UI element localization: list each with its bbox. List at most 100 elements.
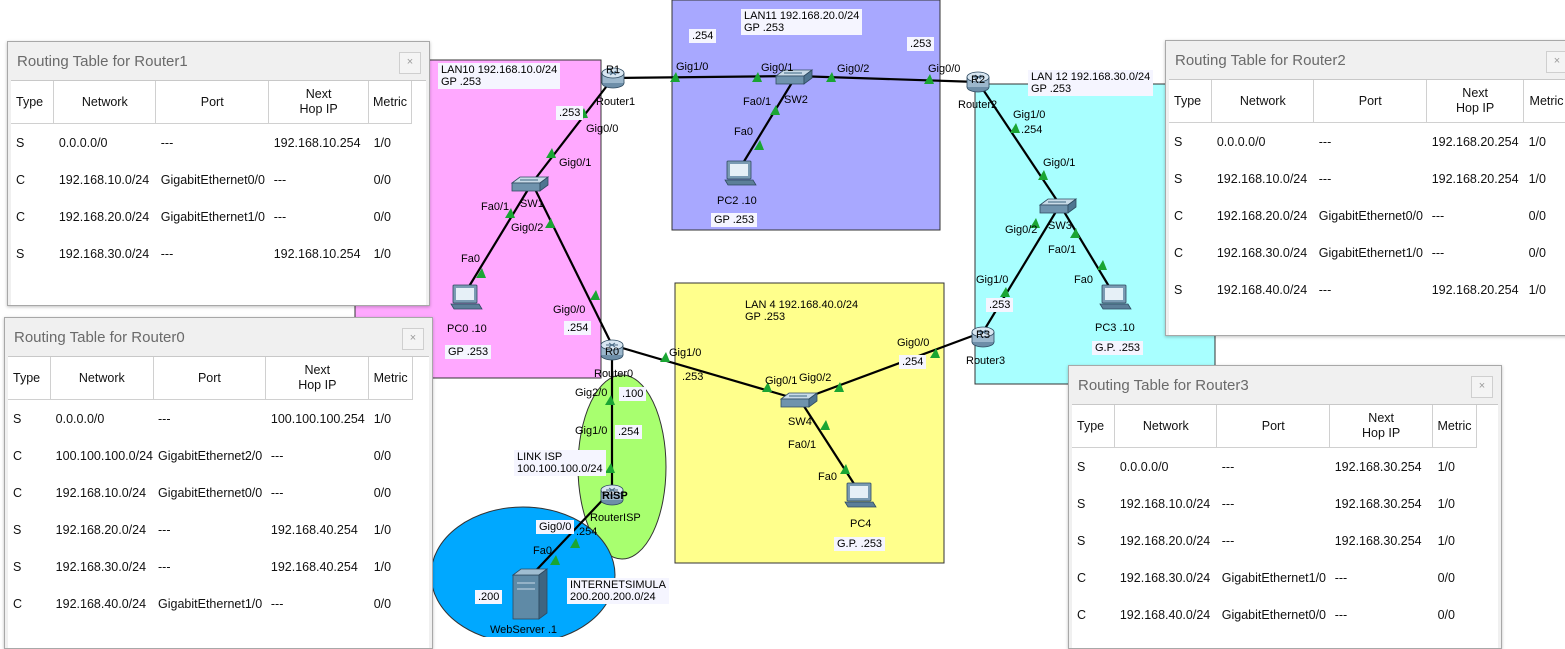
cell-next-hop: 192.168.40.254 — [270, 559, 358, 574]
cell-port: GigabitEthernet1/0 — [1318, 245, 1423, 260]
column-header-port[interactable]: Port — [1313, 80, 1428, 123]
cell-type: S — [13, 411, 22, 426]
pc0-icon[interactable] — [450, 284, 483, 310]
cell-port: GigabitEthernet0/0 — [1318, 208, 1423, 223]
cell-network: 192.168.40.0/24 — [55, 596, 147, 611]
switch-sw2-name[interactable]: SW2 — [784, 94, 808, 106]
window-titlebar[interactable]: Routing Table for Router3 × — [1069, 366, 1501, 404]
switch-sw3-name[interactable]: SW3 — [1048, 220, 1072, 232]
switch-sw1-icon[interactable] — [511, 176, 549, 192]
webserver-icon[interactable] — [511, 568, 549, 620]
cell-metric: 1/0 — [1437, 459, 1455, 474]
pc2-gateway: GP .253 — [711, 213, 758, 227]
router3-name[interactable]: Router3 — [966, 355, 1006, 367]
column-header-port[interactable]: Port — [1216, 405, 1331, 448]
port-label: Gig1/0 — [575, 425, 608, 437]
switch-sw4-name[interactable]: SW4 — [788, 416, 812, 428]
cell-metric: 0/0 — [1437, 570, 1455, 585]
column-header-network[interactable]: Network — [1114, 405, 1218, 448]
link-isp-network-text: 100.100.100.0/24 — [517, 463, 603, 475]
window-titlebar[interactable]: Routing Table for Router2 × — [1166, 41, 1565, 79]
column-header-port[interactable]: Port — [153, 357, 267, 400]
cell-port: --- — [1221, 533, 1235, 548]
cell-next-hop: --- — [1334, 570, 1348, 585]
close-button[interactable]: × — [399, 52, 421, 74]
window-title: Routing Table for Router2 — [1175, 52, 1346, 69]
window-titlebar[interactable]: Routing Table for Router0× — [5, 318, 432, 356]
port-label: .254 — [564, 321, 592, 335]
close-button[interactable]: × — [402, 328, 424, 350]
column-header-metric[interactable]: Metric — [368, 81, 412, 124]
router1-name[interactable]: Router1 — [596, 96, 636, 108]
router0-name[interactable]: Router0 — [594, 368, 634, 380]
webserver-name[interactable]: WebServer .1 — [490, 624, 558, 636]
internet-network-text: 200.200.200.0/24 — [570, 591, 656, 603]
column-header-metric[interactable]: Metric — [1432, 405, 1477, 448]
port-label: Gig0/2 — [1005, 224, 1038, 236]
cell-type: C — [13, 485, 23, 500]
pc2-name[interactable]: PC2 .10 — [717, 195, 757, 207]
pc4-icon[interactable] — [844, 482, 877, 508]
column-header-type[interactable]: Type — [11, 81, 55, 124]
column-header-metric[interactable]: Metric — [1523, 80, 1565, 123]
column-header-network[interactable]: Network — [1211, 80, 1315, 123]
column-header-network[interactable]: Network — [53, 81, 157, 124]
cell-type: S — [13, 559, 22, 574]
cell-port: --- — [160, 246, 174, 261]
cell-type: S — [16, 135, 25, 150]
column-header-network[interactable]: Network — [50, 357, 154, 400]
cell-network: 192.168.30.0/24 — [1119, 570, 1211, 585]
cell-type: S — [1174, 134, 1183, 149]
pc3-name[interactable]: PC3 .10 — [1095, 322, 1135, 334]
column-header-type[interactable]: Type — [8, 357, 52, 400]
pc4-name[interactable]: PC4 — [850, 518, 872, 530]
switch-sw4-icon[interactable] — [780, 392, 818, 408]
router2-name[interactable]: Router2 — [958, 99, 998, 111]
port-label: Fa0/1 — [481, 201, 510, 213]
port-label: Gig0/1 — [761, 62, 794, 74]
cell-port: --- — [158, 411, 171, 426]
close-button[interactable]: × — [1546, 51, 1565, 73]
pc4-gateway: G.P. .253 — [834, 537, 886, 551]
switch-sw3-icon[interactable] — [1039, 198, 1077, 214]
switch-sw1-name[interactable]: SW1 — [520, 198, 544, 210]
cell-metric: 0/0 — [373, 485, 392, 500]
pc2-icon[interactable] — [724, 160, 757, 186]
cell-port: --- — [1318, 171, 1332, 186]
pc0-name[interactable]: PC0 .10 — [447, 323, 487, 335]
column-header-type[interactable]: Type — [1072, 405, 1116, 448]
window-titlebar[interactable]: Routing Table for Router1× — [8, 42, 429, 80]
router-isp-name[interactable]: RouterISP — [590, 512, 641, 524]
column-header-type[interactable]: Type — [1169, 80, 1213, 123]
column-header-metric[interactable]: Metric — [368, 357, 413, 400]
cell-metric: 0/0 — [373, 448, 392, 463]
port-label: Gig0/0 — [897, 337, 930, 349]
cell-type: S — [16, 246, 25, 261]
pc3-icon[interactable] — [1099, 284, 1132, 310]
column-header-port[interactable]: Port — [155, 81, 270, 124]
webserver-ip: .200 — [475, 590, 503, 604]
cell-metric: 1/0 — [1528, 134, 1546, 149]
close-button[interactable]: × — [1471, 376, 1493, 398]
cell-metric: 0/0 — [373, 172, 391, 187]
window-title: Routing Table for Router3 — [1078, 377, 1249, 394]
router3-badge: R3 — [976, 329, 991, 341]
